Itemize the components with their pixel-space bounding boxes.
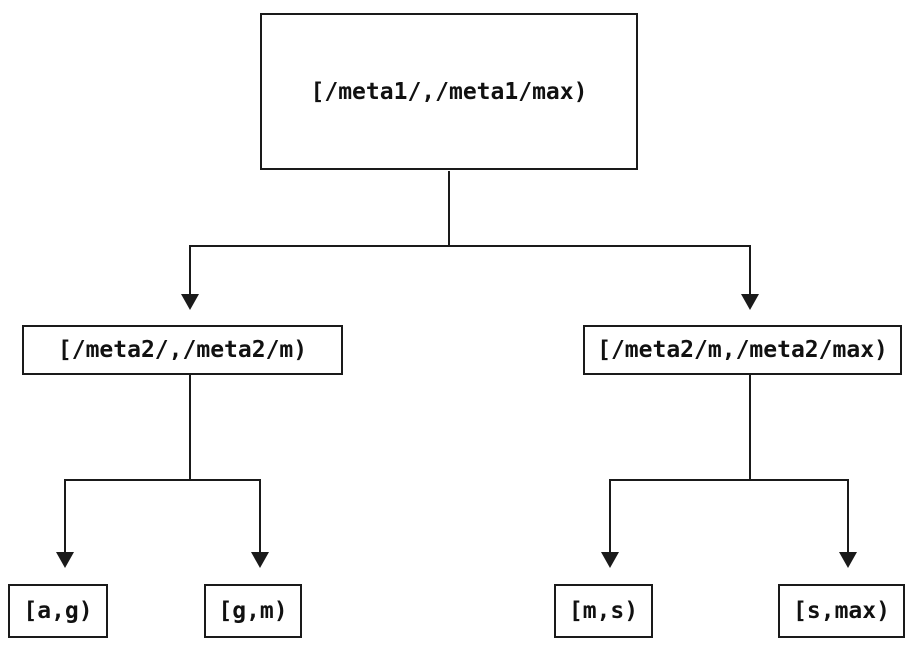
node-root-label: [/meta1/,/meta1/max) bbox=[310, 78, 588, 105]
node-leaf-gm-label: [g,m) bbox=[218, 598, 288, 624]
arrowhead-icon bbox=[839, 552, 857, 568]
node-leaf-gm: [g,m) bbox=[204, 584, 302, 638]
arrowhead-icon bbox=[741, 294, 759, 310]
arrowhead-icon bbox=[181, 294, 199, 310]
node-meta2-high-label: [/meta2/m,/meta2/max) bbox=[597, 337, 888, 363]
node-meta2-high: [/meta2/m,/meta2/max) bbox=[583, 325, 902, 375]
node-meta2-low: [/meta2/,/meta2/m) bbox=[22, 325, 343, 375]
node-leaf-smax-label: [s,max) bbox=[793, 598, 890, 624]
node-leaf-smax: [s,max) bbox=[778, 584, 905, 638]
node-leaf-ms: [m,s) bbox=[554, 584, 653, 638]
edge-lines bbox=[64, 171, 849, 553]
node-root: [/meta1/,/meta1/max) bbox=[260, 13, 638, 170]
node-leaf-ag: [a,g) bbox=[8, 584, 108, 638]
node-meta2-low-label: [/meta2/,/meta2/m) bbox=[57, 337, 308, 363]
node-leaf-ag-label: [a,g) bbox=[23, 598, 93, 624]
arrowhead-icon bbox=[601, 552, 619, 568]
arrowhead-icons bbox=[56, 294, 857, 568]
arrowhead-icon bbox=[56, 552, 74, 568]
node-leaf-ms-label: [m,s) bbox=[568, 598, 639, 624]
arrowhead-icon bbox=[251, 552, 269, 568]
